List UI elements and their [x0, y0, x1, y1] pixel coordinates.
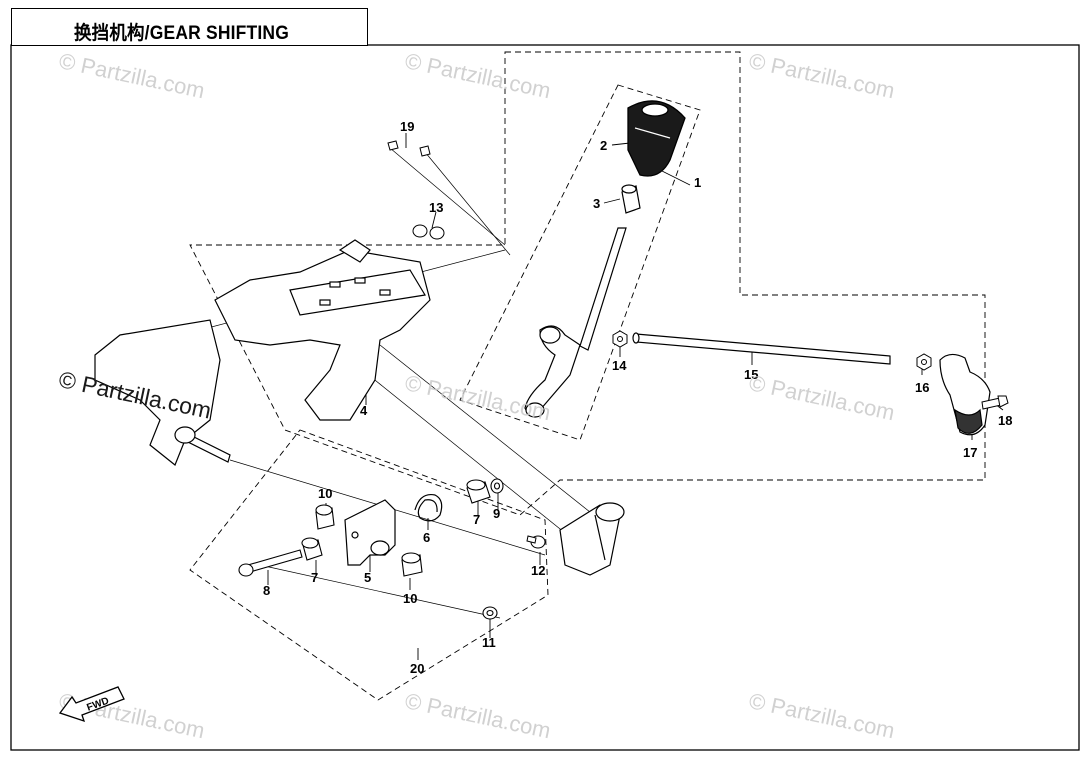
- nut-14: [612, 330, 628, 348]
- bolt-12: [526, 535, 546, 549]
- callout-3: 3: [593, 196, 600, 211]
- linkage-arm-17: [939, 353, 991, 436]
- lever-assembly-boundary: [189, 51, 986, 516]
- callout-15: 15: [744, 367, 758, 382]
- callout-4: 4: [360, 403, 368, 418]
- callout-12: 12: [531, 563, 545, 578]
- mounting-plate: [94, 319, 231, 466]
- nut-13: [412, 224, 445, 240]
- callout-10a: 10: [318, 486, 332, 501]
- callout-20: 20: [410, 661, 424, 676]
- callout-14: 14: [612, 358, 627, 373]
- bolt-19: [387, 140, 431, 157]
- bushing-10b: [401, 552, 423, 577]
- pivot-bracket-5: [344, 499, 396, 566]
- shift-lever: [524, 227, 627, 418]
- callout-16: 16: [915, 380, 929, 395]
- callout-17: 17: [963, 445, 977, 460]
- washer-9: [490, 478, 504, 494]
- title-box: 换挡机构/GEAR SHIFTING: [11, 8, 368, 46]
- callout-13: 13: [429, 200, 443, 215]
- leader-lines: [267, 133, 1004, 660]
- nut-16: [916, 353, 932, 371]
- bolt-18: [981, 395, 1009, 410]
- knob-boundary: [459, 84, 701, 441]
- callout-9: 9: [493, 506, 500, 521]
- pivot-housing: [559, 502, 625, 576]
- diagram-frame: [10, 44, 1080, 751]
- callout-10b: 10: [403, 591, 417, 606]
- callout-8: 8: [263, 583, 270, 598]
- gate-bracket-4: [214, 239, 431, 421]
- assembly-boundaries: [189, 51, 986, 701]
- callout-5: 5: [364, 570, 371, 585]
- callout-11: 11: [482, 635, 496, 650]
- collar-3: [621, 184, 641, 214]
- callout-18: 18: [998, 413, 1012, 428]
- shift-knob: [627, 100, 686, 177]
- bushing-10a: [315, 504, 335, 530]
- shift-rod: [632, 332, 891, 365]
- callout-7b: 7: [311, 570, 318, 585]
- bushing-7b: [301, 537, 323, 561]
- callout-2: 2: [600, 138, 607, 153]
- page-title: 换挡机构/GEAR SHIFTING: [74, 23, 290, 44]
- fwd-arrow-icon: FWD: [58, 686, 125, 723]
- callout-7a: 7: [473, 512, 480, 527]
- bushing-7a: [466, 479, 491, 504]
- pivot-bolt-8: [238, 549, 303, 577]
- callout-1: 1: [694, 175, 701, 190]
- callout-19: 19: [400, 119, 414, 134]
- callout-labels: 1 2 3 4 5 6 7 7 8 9 10 10 11 12 13 14 15…: [263, 119, 1012, 676]
- spring-6: [414, 493, 443, 522]
- callout-6: 6: [423, 530, 430, 545]
- pedal-bracket-boundary-20: [189, 429, 549, 701]
- washer-11: [482, 606, 498, 620]
